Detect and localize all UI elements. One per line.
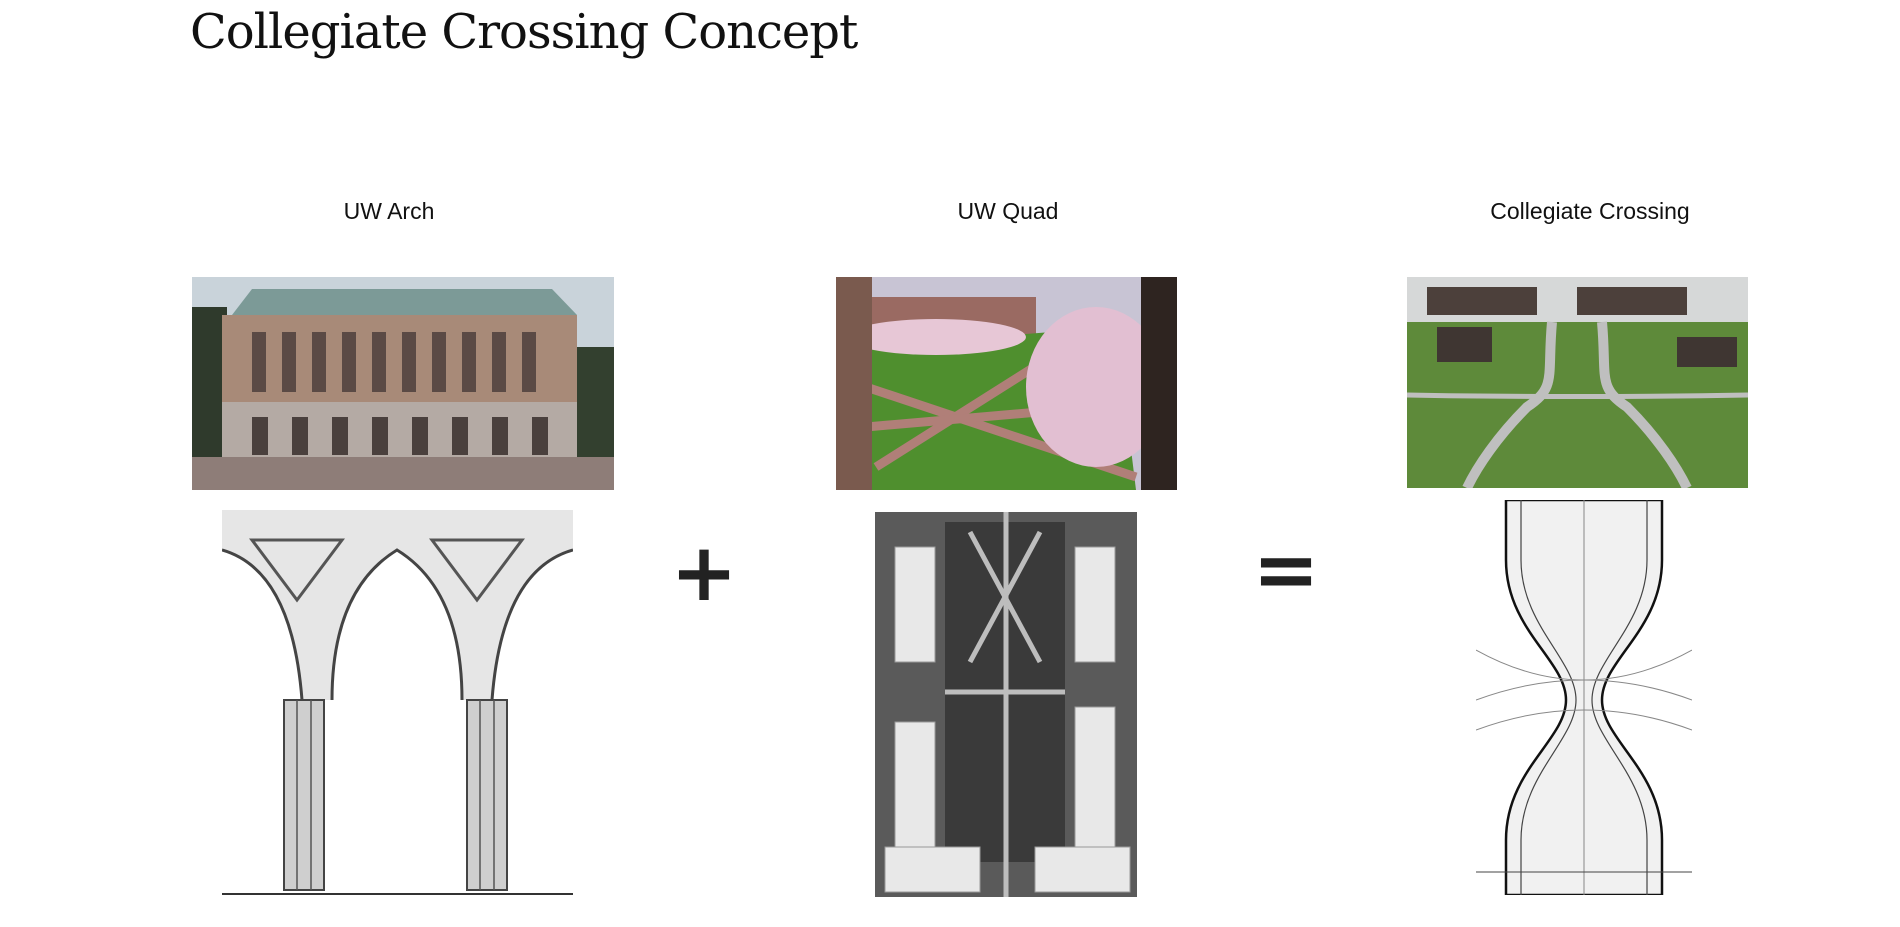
- uw-quad-aerial: [875, 512, 1137, 897]
- page-title: Collegiate Crossing Concept: [190, 4, 858, 60]
- column-label-uw-arch: UW Arch: [343, 198, 435, 224]
- uw-arch-photo: [192, 277, 614, 490]
- collegiate-crossing-plan: [1476, 500, 1692, 895]
- collegiate-crossing-render: [1407, 277, 1748, 488]
- gothic-arch-drawing: [222, 510, 573, 896]
- plus-sign: +: [670, 526, 738, 619]
- column-label-uw-quad: UW Quad: [957, 198, 1059, 224]
- equals-sign: =: [1252, 523, 1320, 616]
- uw-quad-photo: [836, 277, 1177, 490]
- column-label-collegiate-crossing: Collegiate Crossing: [1490, 198, 1690, 224]
